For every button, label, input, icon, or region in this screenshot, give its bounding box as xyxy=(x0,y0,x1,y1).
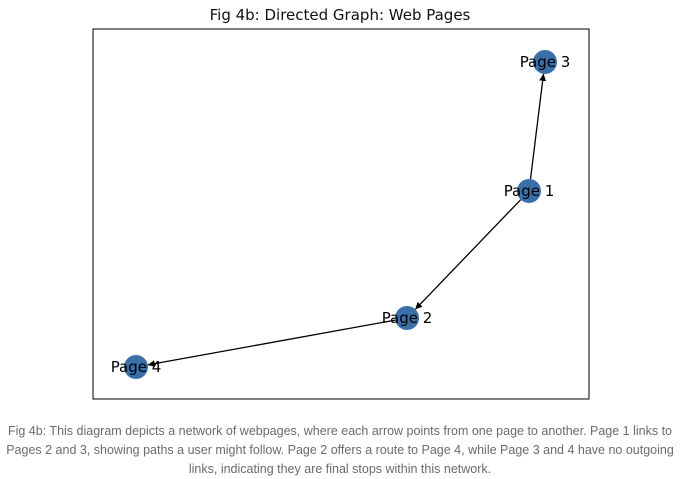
node-page2 xyxy=(395,306,419,330)
figure-title: Fig 4b: Directed Graph: Web Pages xyxy=(209,6,471,24)
edge-page1-to-page2 xyxy=(414,199,522,310)
figure-caption: Fig 4b: This diagram depicts a network o… xyxy=(6,424,674,476)
node-label-page2: Page 2 xyxy=(382,309,433,327)
node-label-page1: Page 1 xyxy=(504,182,555,200)
node-page4 xyxy=(124,355,148,379)
node-label-page4: Page 4 xyxy=(111,358,162,376)
node-label-page3: Page 3 xyxy=(520,53,571,71)
plot-frame xyxy=(92,28,590,400)
edges-layer xyxy=(147,73,547,368)
node-page3 xyxy=(533,50,557,74)
nodes-layer: Page 1 Page 2 Page 3 Page 4 xyxy=(111,50,571,379)
node-page1 xyxy=(517,179,541,203)
edge-page1-to-page3 xyxy=(529,73,547,180)
edge-page2-to-page4 xyxy=(147,319,396,368)
directed-graph: Page 1 Page 2 Page 3 Page 4 xyxy=(92,28,590,400)
